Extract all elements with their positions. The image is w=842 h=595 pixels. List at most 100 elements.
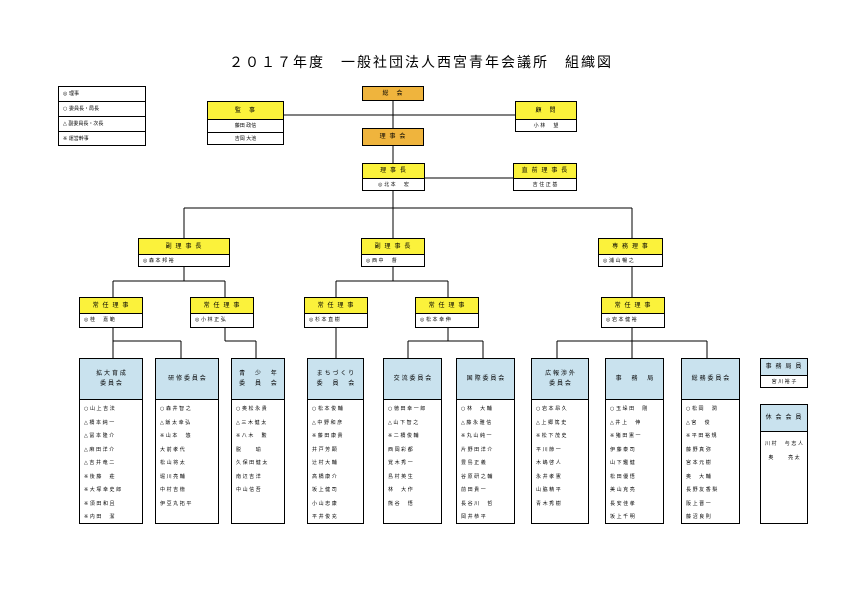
- director-member: ◎ 桂 嘉 範: [84, 317, 115, 323]
- director-member: ◎ 杉 本 直 樹: [309, 317, 340, 323]
- committee-member: ○ 玉 垛 田 剛: [610, 406, 648, 412]
- committee-column: 広 報 渉 外 委 員 会○ 岩 本 昂 久△ 上 郷 篤 史※ 松 下 茂 史…: [531, 358, 589, 524]
- committee-member: 平 井 俊 充: [312, 514, 337, 520]
- committee-member: ※ 内 田 潔: [84, 514, 115, 520]
- committee-column: ま ち づ く り 委 員 会○ 松 本 俊 輔△ 中 野 和 彦※ 藤 田 康…: [307, 358, 364, 524]
- committee-member: 木 嶋 啓 人: [536, 460, 561, 466]
- committee-member: 長 野 友 香 梨: [686, 487, 718, 493]
- committee-member: 坂 上 健 司: [312, 487, 337, 493]
- committee-member: 大 前 孝 代: [160, 446, 185, 453]
- committee-name: 国 際 委 員 会: [457, 359, 514, 400]
- vice-member: ◎ 森 本 邦 裕: [143, 258, 174, 264]
- committee-member: ※ 二 橋 俊 輔: [388, 433, 419, 439]
- committee-member: 松 山 将 太: [160, 460, 185, 466]
- president-member: ◎ 北 本 宏: [378, 182, 409, 188]
- committee-member: 松 田 優 悟: [610, 473, 635, 480]
- committee-member: 覚 木 秀 一: [388, 460, 413, 466]
- committee-name: 交 流 委 員 会: [384, 359, 441, 400]
- committee-member: ※ 須 田 和 且: [84, 500, 115, 507]
- committee-member: △ 藤 永 雅 信: [461, 419, 492, 426]
- committee-member: ※ 猪 田 憲 一: [610, 433, 641, 439]
- vice-member: ◎ 西 中 督: [366, 258, 397, 264]
- committee-member: 久 保 田 健 太: [236, 460, 268, 466]
- committee-member: △ 宮 俊: [686, 419, 710, 426]
- committee-member: 長 谷 川 哲: [461, 500, 493, 507]
- committee-member: ○ 林 大 輔: [461, 406, 492, 412]
- committee-member: △ 冨 本 隆 介: [84, 433, 115, 439]
- president-box: 理 事 長 ◎ 北 本 宏: [362, 163, 425, 191]
- committee-column: 国 際 委 員 会 ○ 林 大 輔 △ 藤 永 雅 信 ※ 丸 山 純 一片 野 田 …: [456, 358, 515, 524]
- committee-member: ※ 松 下 茂 史: [536, 433, 567, 439]
- committee-member: 阪 上 晋 一: [686, 500, 711, 507]
- leave-members-head: 休 会 会 員: [761, 405, 807, 432]
- committee-member: ○ 松 岡 潤: [686, 406, 717, 412]
- advisor-head: 顧 問: [516, 102, 576, 120]
- committee-member: 豊 島 正 義: [461, 460, 486, 466]
- committee-member: 藤 野 真 弥: [686, 446, 711, 453]
- director-member: ◎ 小 林 正 弘: [195, 317, 226, 323]
- leave-member: 奥 亮 太: [768, 454, 800, 461]
- general-assembly-label: 総 会: [382, 90, 404, 97]
- committee-member: ○ 森 井 智 之: [160, 406, 191, 412]
- committee-member: 奥 大 輔: [686, 473, 711, 480]
- legend: ◎ 理事 ○ 委員長・局長 △ 副委員長・次長 ※ 運営幹事: [58, 86, 146, 146]
- committee-member: 山 下 鑑 健: [610, 460, 635, 466]
- director-head: 常 任 理 事: [416, 298, 478, 314]
- board-label: 理 事 会: [379, 133, 407, 140]
- committee-name: 研 修 委 員 会: [156, 359, 218, 400]
- auditor-head: 監 事: [208, 102, 283, 120]
- committee-member: 脱 瑜: [236, 446, 261, 453]
- committee-member: △ 中 野 和 彦: [312, 419, 343, 426]
- committee-member: 坂 上 千 明: [610, 514, 635, 520]
- committee-member: △ 飯 太 幸 弘: [160, 419, 191, 426]
- committee-member: ○ 山 上 吉 法: [84, 406, 115, 412]
- committee-member: 林 大 作: [388, 487, 413, 493]
- vice-member: ◎ 浦 山 暢 之: [603, 258, 634, 264]
- committee-name: 総 務 委 員 会: [682, 359, 739, 400]
- president-head: 理 事 長: [363, 164, 424, 179]
- auditor-member: 吉岡 大池: [234, 136, 257, 142]
- leave-member: 川 村 与 志 人: [765, 441, 803, 447]
- committee-member: 青 木 秀 樹: [536, 500, 561, 507]
- committee-member: 永 井 孝 憲: [536, 473, 561, 480]
- committee-member: 中 山 信 吾: [236, 487, 261, 493]
- committee-name: ま ち づ く り 委 員 会: [308, 359, 363, 400]
- legend-item: △ 副委員長・次長: [59, 117, 145, 132]
- committee-member: 岡 井 恭 平: [461, 514, 486, 520]
- committee-member: 長 安 佳 孝: [610, 500, 635, 507]
- auditor-member: 藤田 政信: [208, 120, 283, 133]
- committee-name: 青 少 年 委 員 会: [232, 359, 284, 400]
- director-box: 常 任 理 事 ◎ 小 林 正 弘: [190, 297, 254, 328]
- advisor-box: 顧 問 小 林 望: [515, 101, 577, 132]
- committee-member: △ 吉 井 竜 二: [84, 460, 115, 466]
- committee-member: △ 井 上 伸: [610, 419, 641, 426]
- committee-member: ※ 大 塚 幸 史 郎: [84, 487, 122, 493]
- chart-title: ２０１７年度 一般社団法人西宮青年会議所 組織図: [229, 55, 613, 71]
- office-staff-box: 事 務 局 員 宮 川 裕 子: [760, 358, 808, 388]
- auditor-box: 監 事 藤田 政信 吉岡 大池: [207, 101, 284, 145]
- committee-member: ○ 松 本 俊 輔: [312, 406, 343, 412]
- director-box: 常 任 理 事 ◎ 松 本 幸 伸: [415, 297, 479, 328]
- committee-name: 事 務 局: [606, 359, 663, 400]
- committee-member: 谷 原 研 之 輔: [461, 473, 493, 480]
- legend-item: ○ 委員長・局長: [59, 102, 145, 117]
- board-box: 理 事 会: [362, 128, 424, 146]
- committee-member: 熊 谷 悟: [388, 500, 413, 507]
- committee-member: 前 田 貴 一: [461, 487, 486, 493]
- committee-member: 平 川 節 一: [536, 446, 561, 453]
- director-head: 常 任 理 事: [305, 298, 367, 314]
- committee-member: 南 辺 吉 洋: [236, 473, 261, 480]
- committee-member: ※ 丸 山 純 一: [461, 433, 492, 439]
- committee-member: ※ 後 藤 莊: [84, 473, 115, 480]
- advisor-member: 小 林 望: [533, 123, 559, 129]
- committee-member: 伊 藤 泰 司: [610, 446, 635, 453]
- committee-member: 片 野 田 洋 介: [461, 446, 493, 453]
- past-president-box: 直 前 理 事 長 吉 住 正 基: [513, 163, 577, 191]
- committee-member: 島 村 英 生: [388, 473, 413, 480]
- committee-column: 事 務 局 ○ 玉 垛 田 剛 △ 井 上 伸 ※ 猪 田 憲 一伊 藤 泰 司山 下…: [605, 358, 664, 524]
- director-head: 常 任 理 事: [80, 298, 142, 314]
- vice-head: 副 理 事 長: [139, 239, 229, 255]
- vice-box: 専 務 理 事 ◎ 浦 山 暢 之: [598, 238, 663, 267]
- director-box: 常 任 理 事 ◎ 杉 本 直 樹: [304, 297, 368, 328]
